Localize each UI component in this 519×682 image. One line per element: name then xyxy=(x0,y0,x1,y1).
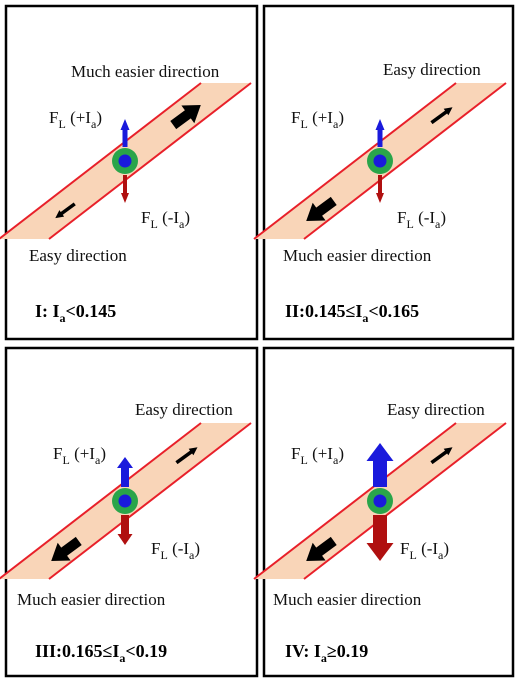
lower-direction-arrow xyxy=(306,196,337,221)
particle-core xyxy=(373,494,387,508)
channel-wall-upper xyxy=(253,82,457,240)
panel-frame xyxy=(4,346,259,678)
upper-direction-label: Easy direction xyxy=(383,60,481,79)
upper-direction-label: Easy direction xyxy=(387,400,485,419)
lower-direction-label: Much easier direction xyxy=(273,590,422,609)
particle-core xyxy=(118,154,132,168)
channel-wall-upper xyxy=(253,422,457,580)
upper-direction-arrow xyxy=(430,107,453,125)
lower-direction-arrow xyxy=(51,536,82,561)
force-down-arrow xyxy=(366,515,394,561)
lower-direction-label: Much easier direction xyxy=(17,590,166,609)
force-down-label: FL (-Ia) xyxy=(400,539,449,562)
panel-frame xyxy=(262,346,515,678)
channel-wall-upper xyxy=(0,82,202,240)
force-up-arrow xyxy=(117,457,133,487)
lower-direction-arrow xyxy=(55,202,76,219)
force-up-label: FL (+Ia) xyxy=(53,444,106,467)
particle-core xyxy=(118,494,132,508)
force-down-arrow xyxy=(121,175,129,203)
upper-direction-label: Easy direction xyxy=(135,400,233,419)
lower-direction-label: Much easier direction xyxy=(283,246,432,265)
panel-frame xyxy=(4,4,259,341)
panel-caption: I: Ia<0.145 xyxy=(35,301,116,325)
panel-1: FL (+Ia) FL (-Ia) Much easier directionEas… xyxy=(0,4,259,341)
channel-wall-upper xyxy=(0,422,202,580)
channel-wall-lower xyxy=(48,422,252,580)
upper-direction-arrow xyxy=(430,447,453,465)
force-up-arrow xyxy=(120,119,130,147)
panel-caption: III:0.165≤Ia<0.19 xyxy=(35,641,167,665)
lower-direction-label: Easy direction xyxy=(29,246,127,265)
force-up-label: FL (+Ia) xyxy=(291,444,344,467)
force-up-arrow xyxy=(366,443,394,487)
force-down-label: FL (-Ia) xyxy=(151,539,200,562)
force-down-label: FL (-Ia) xyxy=(141,208,190,231)
force-up-label: FL (+Ia) xyxy=(49,108,102,131)
force-down-arrow xyxy=(376,175,384,203)
particle-core xyxy=(373,154,387,168)
upper-direction-arrow xyxy=(170,105,201,130)
force-down-label: FL (-Ia) xyxy=(397,208,446,231)
force-up-arrow xyxy=(375,119,385,147)
force-up-label: FL (+Ia) xyxy=(291,108,344,131)
lower-direction-arrow xyxy=(306,536,337,561)
channel-wall-lower xyxy=(303,82,507,240)
panel-caption: IV: Ia≥0.19 xyxy=(285,641,368,665)
panel-caption: II:0.145≤Ia<0.165 xyxy=(285,301,419,325)
upper-direction-arrow xyxy=(175,447,198,465)
panel-frame xyxy=(262,4,515,341)
upper-direction-label: Much easier direction xyxy=(71,62,220,81)
channel-wall-lower xyxy=(303,422,507,580)
force-down-arrow xyxy=(117,515,133,545)
channel-wall-lower xyxy=(48,82,252,240)
